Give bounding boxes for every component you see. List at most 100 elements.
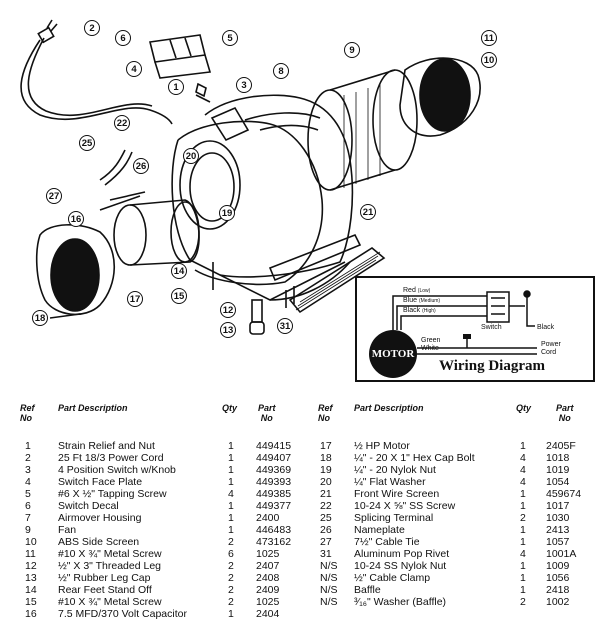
qty-cell: 1 (228, 500, 234, 512)
desc-cell: #10 X ¾" Metal Screw (58, 548, 162, 560)
ref-cell: 20 (320, 476, 332, 488)
callout-2: 2 (84, 20, 100, 36)
part-cell: 2413 (546, 524, 570, 536)
ref-cell: 18 (320, 452, 332, 464)
desc-cell: Strain Relief and Nut (58, 440, 155, 452)
ref-cell: N/S (320, 572, 338, 584)
desc-cell: 7.5 MFD/370 Volt Capacitor (58, 608, 187, 620)
hdr-no2: No (260, 413, 273, 423)
desc-cell: Switch Decal (58, 500, 119, 512)
desc-cell: ABS Side Screen (58, 536, 140, 548)
callout-25: 25 (79, 135, 95, 151)
callout-10: 10 (481, 52, 497, 68)
callout-16: 16 (68, 211, 84, 227)
part-cell: 449385 (256, 488, 292, 500)
qty-cell: 4 (520, 548, 526, 560)
blue-text: Blue (403, 297, 418, 304)
qty-cell: 1 (520, 488, 526, 500)
desc-cell: Splicing Terminal (354, 512, 434, 524)
wire-black-label: Black (High) (403, 307, 436, 314)
wire-blue-label: Blue (Medium) (403, 297, 440, 304)
callout-20: 20 (183, 148, 199, 164)
motor-symbol: MOTOR (369, 330, 417, 378)
ref-cell: 3 (25, 464, 31, 476)
callout-4: 4 (126, 61, 142, 77)
ref-cell: 13 (25, 572, 37, 584)
callout-15: 15 (171, 288, 187, 304)
diagram-drawing (20, 19, 481, 335)
qty-cell: 1 (520, 524, 526, 536)
qty-cell: 2 (228, 572, 234, 584)
qty-cell: 1 (520, 560, 526, 572)
hdr-no-r: No (318, 413, 330, 423)
desc-cell: Aluminum Pop Rivet (354, 548, 450, 560)
part-cell: 1017 (546, 500, 570, 512)
right-header-desc: Part Description (354, 403, 424, 413)
green-wire-label: Green (421, 337, 441, 344)
table-row: 22 10-24 X ⅝" SS Screw 1 1017 (298, 501, 598, 512)
hdr-part: Part (258, 403, 276, 413)
ref-cell: N/S (320, 596, 338, 608)
qty-cell: 6 (228, 548, 234, 560)
callout-22: 22 (114, 115, 130, 131)
ref-cell: 10 (25, 536, 37, 548)
part-cell: 1054 (546, 476, 570, 488)
part-cell: 2405F (546, 440, 576, 452)
part-cell: 2409 (256, 584, 280, 596)
callout-26: 26 (133, 158, 149, 174)
callout-17: 17 (127, 291, 143, 307)
hdr-no: No (20, 413, 32, 423)
ref-cell: 22 (320, 500, 332, 512)
desc-cell: ¼" Flat Washer (354, 476, 426, 488)
ref-cell: 5 (25, 488, 31, 500)
ref-cell: N/S (320, 560, 338, 572)
callout-18: 18 (32, 310, 48, 326)
callout-31: 31 (277, 318, 293, 334)
ref-cell: 26 (320, 524, 332, 536)
ref-cell: 9 (25, 524, 31, 536)
qty-cell: 1 (520, 500, 526, 512)
part-cell: 449377 (256, 500, 292, 512)
part-cell: 473162 (256, 536, 292, 548)
black-text: Black (403, 307, 421, 314)
part-cell: 2407 (256, 560, 280, 572)
part-cell: 1019 (546, 464, 570, 476)
ref-cell: 27 (320, 536, 332, 548)
callout-6: 6 (115, 30, 131, 46)
qty-cell: 1 (228, 464, 234, 476)
part-cell: 459674 (546, 488, 582, 500)
hdr-ref-r: Ref (318, 403, 333, 413)
callout-19: 19 (219, 205, 235, 221)
left-header-qty: Qty (222, 403, 238, 413)
qty-cell: 1 (228, 476, 234, 488)
desc-cell: 10-24 X ⅝" SS Screw (354, 500, 456, 512)
ref-cell: 2 (25, 452, 31, 464)
qty-cell: 1 (228, 440, 234, 452)
callout-9: 9 (344, 42, 360, 58)
desc-cell: 4 Position Switch w/Knob (58, 464, 176, 476)
callout-5: 5 (222, 30, 238, 46)
part-cell: 2400 (256, 512, 280, 524)
power-cord-line (20, 39, 173, 125)
desc-cell: ³⁄₁₆" Washer (Baffle) (354, 596, 447, 608)
desc-cell: Baffle (354, 584, 381, 596)
hdr-part-r: Part (556, 403, 574, 413)
ref-cell: 19 (320, 464, 332, 476)
